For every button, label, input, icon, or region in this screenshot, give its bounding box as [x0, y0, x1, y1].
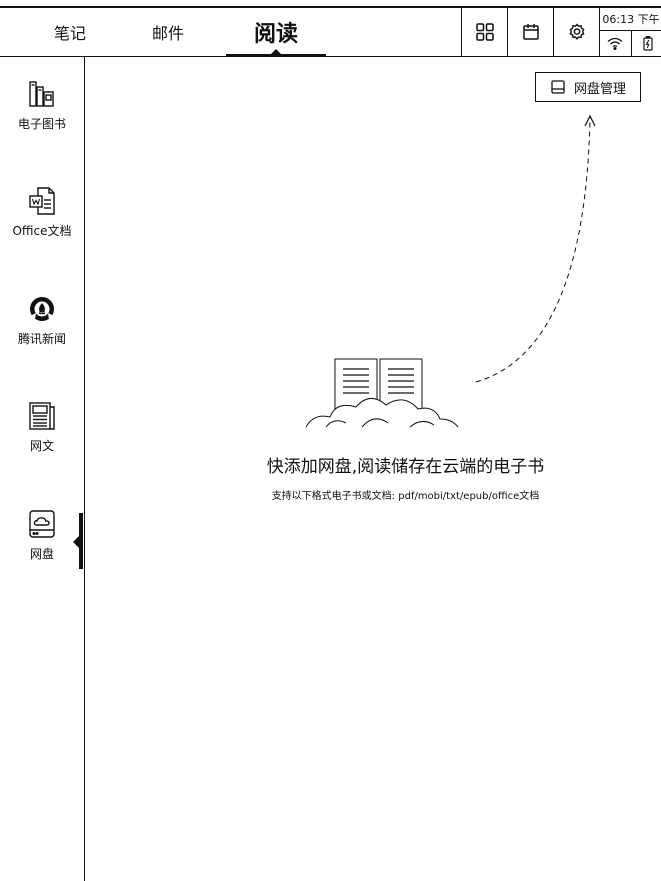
sidebar-item-label: 腾讯新闻	[17, 332, 66, 346]
apps-button[interactable]	[461, 8, 508, 56]
tencent-news-icon	[30, 297, 54, 321]
sidebar-item-label: 网文	[29, 439, 54, 453]
web-novel-icon	[29, 402, 55, 430]
tab-reading[interactable]: 阅读	[253, 22, 298, 47]
sidebar: 电子图书 Office文档 腾	[0, 57, 85, 881]
tab-mail[interactable]: 邮件	[151, 24, 184, 43]
office-doc-icon	[29, 187, 55, 215]
top-frame-line	[0, 6, 661, 8]
top-navigation-bar: 笔记 邮件 阅读 06:13 下午	[0, 8, 661, 57]
settings-button[interactable]	[553, 8, 600, 56]
empty-book-cloud-illustration	[305, 358, 459, 428]
settings-gear-icon	[569, 23, 585, 40]
cloud-drive-icon	[29, 510, 55, 538]
clock-text: 06:13 下午	[600, 8, 661, 31]
sidebar-item-label: Office文档	[12, 224, 72, 238]
empty-state-subtitle: 支持以下格式电子书或文档: pdf/mobi/txt/epub/office文档	[271, 491, 540, 502]
cloud-drive-manage-button[interactable]: 网盘管理	[535, 72, 641, 102]
calendar-button[interactable]	[507, 8, 554, 56]
sidebar-item-web-novels[interactable]: 网文	[0, 379, 84, 459]
cloud-drive-manage-label: 网盘管理	[573, 81, 626, 97]
sidebar-item-tencent-news[interactable]: 腾讯新闻	[0, 272, 84, 352]
apps-grid-icon	[476, 23, 494, 41]
wifi-icon	[607, 37, 623, 50]
dashed-arrow-to-cloud-manage	[475, 114, 596, 383]
sidebar-item-label: 网盘	[29, 547, 54, 561]
drive-icon	[551, 80, 565, 94]
active-tab-indicator	[226, 54, 326, 56]
calendar-icon	[523, 24, 539, 40]
tab-notes[interactable]: 笔记	[53, 24, 86, 43]
status-area: 06:13 下午	[599, 8, 661, 56]
selected-item-marker	[79, 513, 83, 569]
battery-status	[631, 31, 661, 56]
sidebar-item-office-docs[interactable]: Office文档	[0, 164, 84, 244]
sidebar-item-label: 电子图书	[17, 117, 66, 131]
books-icon	[29, 81, 54, 107]
selected-item-caret	[73, 535, 80, 549]
active-tab-caret	[270, 49, 282, 55]
empty-state-title: 快添加网盘,阅读储存在云端的电子书	[266, 457, 545, 477]
battery-charging-icon	[642, 36, 653, 51]
sidebar-item-ebooks[interactable]: 电子图书	[0, 57, 84, 137]
sidebar-item-cloud-drive[interactable]: 网盘	[0, 487, 84, 567]
wifi-status[interactable]	[600, 31, 630, 56]
